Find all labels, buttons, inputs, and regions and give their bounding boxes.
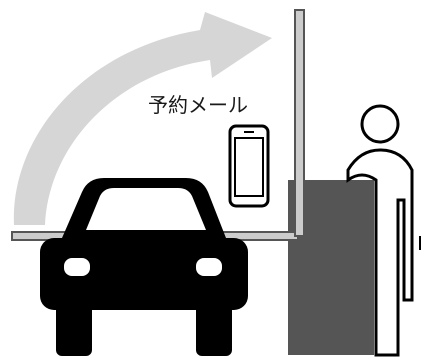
smartphone-icon (228, 124, 270, 208)
curved-arrow-icon (13, 12, 272, 225)
caption-text: 予約メール (148, 93, 248, 117)
attendant-person-icon (346, 104, 421, 357)
car-icon (40, 178, 248, 356)
